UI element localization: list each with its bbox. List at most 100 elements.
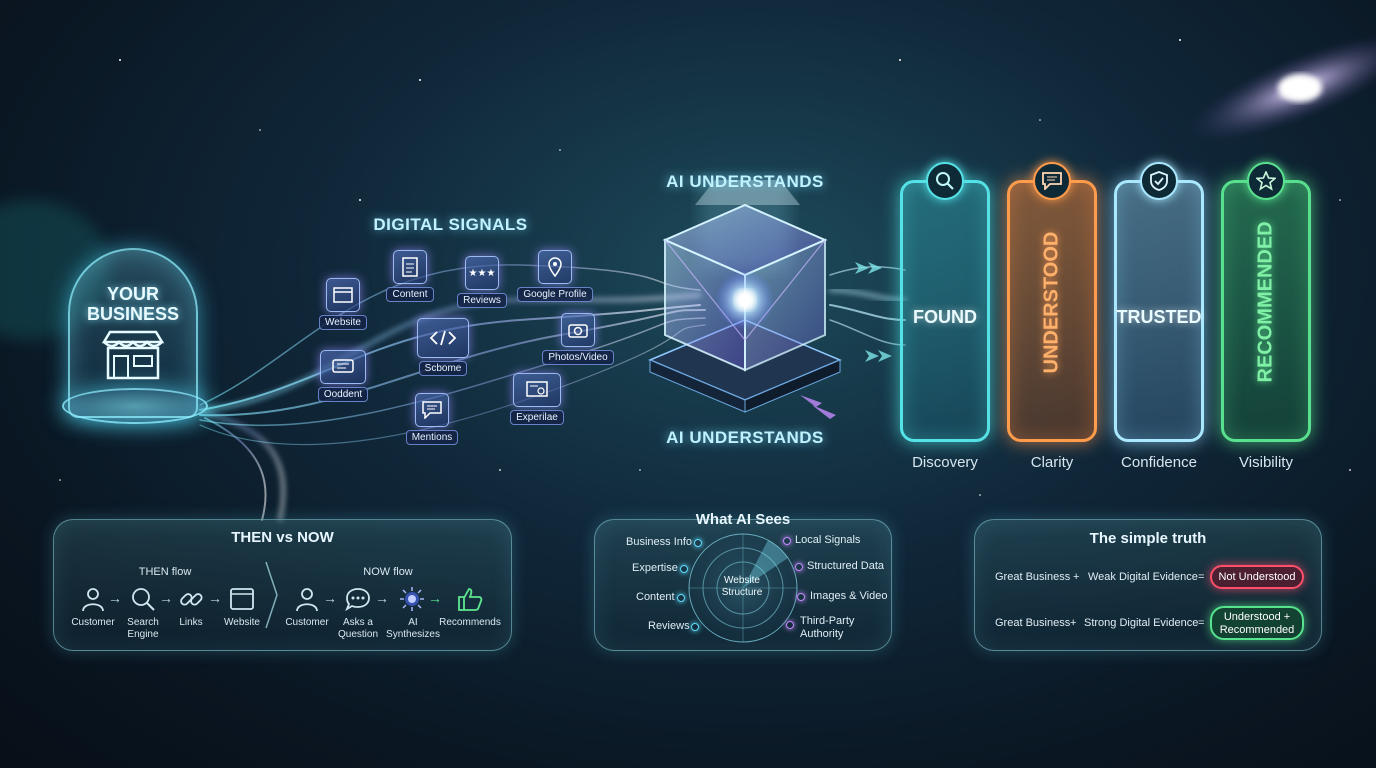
chat-dots-icon xyxy=(345,588,370,612)
simple-truth-title: The simple truth xyxy=(1089,530,1207,547)
signal-label: Google Profile xyxy=(517,287,593,302)
column-found xyxy=(900,180,990,442)
radar-dot xyxy=(677,594,685,602)
radar-dot xyxy=(680,565,688,573)
person-icon xyxy=(296,588,318,612)
truth-row-eq: = xyxy=(1198,571,1205,583)
signal-experilae: Experilae xyxy=(502,373,572,425)
signal-scbome: Scbome xyxy=(410,318,476,376)
radar-dot xyxy=(797,593,805,601)
now-step-label: Customer xyxy=(285,617,329,628)
map-pin-icon xyxy=(538,250,572,284)
understood-recommended-badge: Understood + Recommended xyxy=(1210,606,1304,640)
truth-row-plus: + xyxy=(1070,617,1077,629)
then-step-label: Links xyxy=(179,617,203,628)
star-icon xyxy=(1247,162,1285,200)
signal-label: Content xyxy=(386,287,434,302)
output-streams xyxy=(828,265,907,346)
chat-card-icon xyxy=(320,350,366,384)
signal-label: Website xyxy=(319,315,367,330)
arrow-right-icon: → xyxy=(159,590,173,606)
radar-right-label: Structured Data xyxy=(807,560,885,572)
signal-label: Reviews xyxy=(457,293,507,308)
stars xyxy=(59,39,1351,496)
signal-label: Scbome xyxy=(418,361,468,376)
not-understood-badge: Not Understood xyxy=(1210,565,1304,589)
truth-row-a: Great Business xyxy=(995,571,1071,583)
radar-left-label: Reviews xyxy=(648,620,690,632)
link-icon xyxy=(180,593,203,606)
radar-dot xyxy=(691,623,699,631)
signal-reviews: ★★★ Reviews xyxy=(452,256,512,308)
digital-signals-title: DIGITAL SIGNALS xyxy=(373,215,528,234)
radar-dot xyxy=(694,539,702,547)
search-icon xyxy=(926,162,964,200)
then-vs-now-title: THEN vs NOW xyxy=(231,529,334,546)
radar-right-label: Local Signals xyxy=(795,534,861,546)
ai-understands-bottom-label: AI UNDERSTANDS xyxy=(666,428,824,447)
shield-check-icon xyxy=(1140,162,1178,200)
caption-confidence: Confidence xyxy=(1121,454,1197,471)
ai-understands-top-label: AI UNDERSTANDS xyxy=(666,172,824,191)
business-label: YOUR BUSINESS xyxy=(86,284,180,324)
signal-label: Photos/Video xyxy=(542,350,614,365)
browser-window-icon xyxy=(230,588,254,610)
signal-google-profile: Google Profile xyxy=(515,250,595,302)
radar-diagram xyxy=(688,533,798,643)
storefront-icon xyxy=(101,330,165,380)
signal-content: Content xyxy=(380,250,440,302)
speech-bubble-icon xyxy=(415,393,449,427)
thumbs-up-icon xyxy=(458,588,483,611)
arrow-right-icon: → xyxy=(428,590,442,606)
now-step-label: Asks a Question xyxy=(337,617,379,640)
document-icon xyxy=(393,250,427,284)
browser-window-icon xyxy=(326,278,360,312)
radar-left-label: Business Info xyxy=(626,536,693,548)
radar-left-label: Content xyxy=(636,591,675,603)
then-step-label: Website xyxy=(224,617,260,628)
found-label: FOUND xyxy=(913,307,977,327)
stars-icon: ★★★ xyxy=(465,256,499,290)
trusted-label: TRUSTED xyxy=(1116,307,1202,327)
understood-label: UNDERSTOOD xyxy=(1040,231,1063,374)
chat-icon xyxy=(1033,162,1071,200)
chevron-arrows xyxy=(855,262,892,362)
what-ai-sees-title: What AI Sees xyxy=(695,511,791,528)
then-flow-title: THEN flow xyxy=(138,566,192,578)
code-icon xyxy=(417,318,469,358)
person-icon xyxy=(82,588,104,612)
caption-discovery: Discovery xyxy=(912,454,978,471)
magnifier-icon xyxy=(132,588,155,611)
then-vs-now-panel xyxy=(53,519,512,651)
caption-clarity: Clarity xyxy=(1030,454,1074,471)
ai-cube xyxy=(648,180,842,413)
radar-dot xyxy=(786,621,794,629)
certificate-icon xyxy=(513,373,561,407)
signal-website: Website xyxy=(318,278,368,330)
column-recommended xyxy=(1221,180,1311,442)
truth-row-plus: + xyxy=(1073,571,1080,583)
divider-chevron xyxy=(265,561,278,629)
signal-label: Mentions xyxy=(405,430,459,445)
signal-label: Ooddent xyxy=(317,387,369,402)
truth-row-a: Great Business xyxy=(995,617,1071,629)
recommended-label: RECOMMENDED xyxy=(1254,221,1277,383)
truth-row-b: Weak Digital Evidence xyxy=(1088,571,1198,583)
signal-label: Experilae xyxy=(510,410,564,425)
arrow-right-icon: → xyxy=(108,590,122,606)
arrow-right-icon: → xyxy=(323,590,337,606)
signal-mentions: Mentions xyxy=(403,393,461,445)
column-trusted xyxy=(1114,180,1204,442)
camera-icon xyxy=(561,313,595,347)
radar-dot xyxy=(795,563,803,571)
radar-right-label: Third-Party Authority xyxy=(800,615,855,640)
radar-right-label: Images & Video xyxy=(810,590,888,602)
purple-arrows xyxy=(800,395,836,419)
galaxy-core xyxy=(1278,74,1322,102)
ai-spark-icon xyxy=(400,587,424,611)
then-step-label: Search Engine xyxy=(127,617,159,640)
radar-dot xyxy=(783,537,791,545)
now-step-label: AI Synthesizes xyxy=(386,617,440,640)
galaxy-glow xyxy=(1188,34,1376,142)
